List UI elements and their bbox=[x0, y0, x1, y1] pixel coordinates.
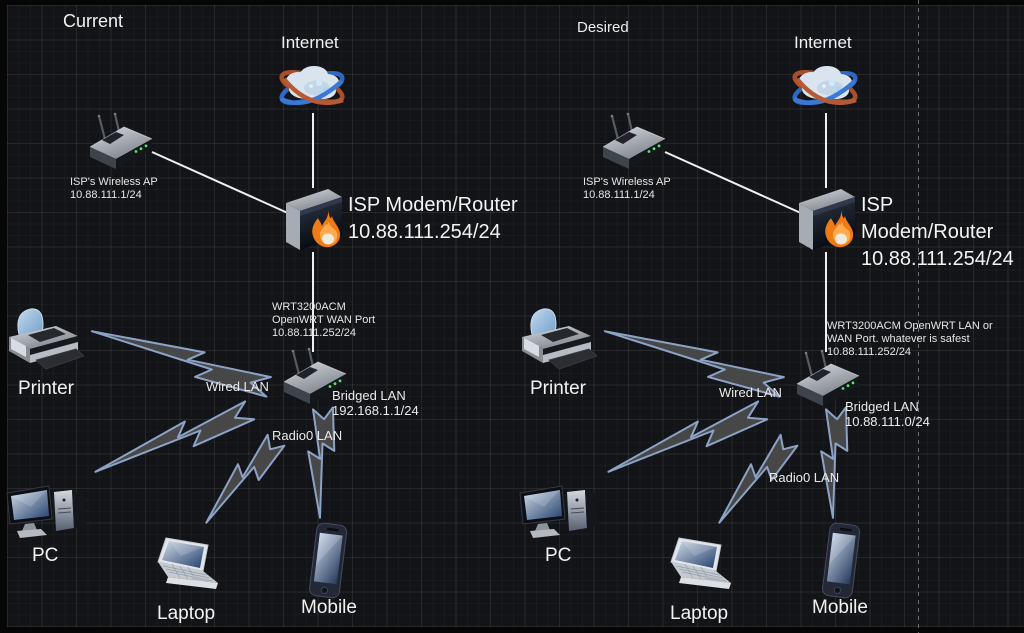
laptop-icon bbox=[670, 537, 732, 590]
diagram-title-current: Current bbox=[63, 11, 124, 31]
pc-icon bbox=[519, 485, 600, 539]
isp-ap-label: ISP's Wireless AP 10.88.111.1/24 bbox=[70, 176, 158, 202]
radio0-lan-label: Radio0 LAN bbox=[272, 428, 343, 443]
wrt-note-line1: WRT3200ACM OpenWRT LAN or bbox=[827, 320, 993, 332]
mobile-label: Mobile bbox=[301, 597, 357, 618]
wrt-note-line3: 10.88.111.252/24 bbox=[827, 346, 912, 358]
internet-label: Internet bbox=[281, 33, 339, 52]
bolt-router-pc-desired bbox=[607, 400, 769, 473]
printer-icon bbox=[521, 308, 598, 370]
bridged-lan-label: Bridged LAN 10.88.111.0/24 bbox=[845, 399, 930, 429]
wire-ap-modem-desired bbox=[664, 151, 804, 215]
isp-modem-name: ISP Modem/Router bbox=[861, 194, 994, 243]
isp-modem-name: ISP Modem/Router bbox=[348, 194, 518, 216]
isp-modem-label: ISP Modem/Router 10.88.111.254/24 bbox=[861, 192, 1024, 273]
bolt-router-mobile-current bbox=[307, 406, 336, 519]
isp-ap-name: ISP's Wireless AP bbox=[583, 176, 671, 188]
printer-label: Printer bbox=[530, 378, 586, 399]
isp-ap-name: ISP's Wireless AP bbox=[70, 176, 158, 188]
wired-lan-label: Wired LAN bbox=[719, 385, 782, 400]
mobile-icon bbox=[821, 521, 861, 600]
isp-ap-label: ISP's Wireless AP 10.88.111.1/24 bbox=[583, 176, 671, 202]
pc-icon bbox=[6, 485, 87, 539]
printer-icon bbox=[8, 308, 85, 370]
internet-globe-cloud-icon bbox=[278, 59, 346, 115]
pc-label: PC bbox=[32, 545, 59, 566]
bolt-router-pc-current bbox=[94, 400, 256, 473]
wire-ap-modem-current bbox=[151, 151, 291, 215]
wrt-note-line2: WAN Port. whatever is safest bbox=[827, 333, 970, 345]
mobile-icon bbox=[308, 521, 348, 600]
radio0-lan-label: Radio0 LAN bbox=[769, 470, 840, 485]
printer-label: Printer bbox=[18, 378, 74, 399]
bridged-lan-name: Bridged LAN bbox=[332, 388, 406, 403]
laptop-label: Laptop bbox=[670, 603, 729, 624]
isp-modem-label: ISP Modem/Router 10.88.111.254/24 bbox=[348, 192, 518, 246]
bridged-lan-name: Bridged LAN bbox=[845, 399, 919, 414]
bridged-lan-ip: 10.88.111.0/24 bbox=[845, 414, 930, 429]
isp-modem-ip: 10.88.111.254/24 bbox=[348, 221, 501, 243]
internet-globe-cloud-icon bbox=[791, 59, 859, 115]
bolt-router-mobile-desired bbox=[820, 406, 849, 519]
wrt-note: WRT3200ACM OpenWRT WAN Port 10.88.111.25… bbox=[272, 301, 375, 340]
wireless-ap-icon bbox=[88, 111, 154, 171]
laptop-label: Laptop bbox=[157, 603, 216, 624]
bolt-router-laptop-desired bbox=[718, 433, 799, 524]
laptop-icon bbox=[157, 537, 219, 590]
wired-lan-label: Wired LAN bbox=[206, 379, 269, 394]
internet-label: Internet bbox=[794, 33, 852, 52]
pc-label: PC bbox=[545, 545, 572, 566]
bolt-router-printer-current bbox=[90, 330, 272, 398]
diagram-title-desired: Desired bbox=[577, 19, 629, 36]
bridged-lan-ip: 192.168.1.1/24 bbox=[332, 403, 419, 418]
bridged-lan-label: Bridged LAN 192.168.1.1/24 bbox=[332, 388, 419, 418]
firewall-icon bbox=[799, 189, 855, 250]
wrt-note-line3: 10.88.111.252/24 bbox=[272, 327, 357, 339]
isp-ap-ip: 10.88.111.1/24 bbox=[70, 189, 142, 201]
wrt-note: WRT3200ACM OpenWRT LAN or WAN Port. what… bbox=[827, 320, 993, 359]
wrt-note-line2: OpenWRT WAN Port bbox=[272, 314, 376, 326]
firewall-icon bbox=[286, 189, 342, 250]
isp-modem-ip: 10.88.111.254/24 bbox=[861, 248, 1014, 270]
mobile-label: Mobile bbox=[812, 597, 868, 618]
wireless-ap-icon bbox=[601, 111, 667, 171]
canvas-grid-page bbox=[7, 5, 1024, 627]
bolt-router-laptop-current bbox=[205, 433, 286, 524]
wrt-note-line1: WRT3200ACM bbox=[272, 301, 346, 313]
bolt-router-printer-desired bbox=[603, 330, 785, 398]
isp-ap-ip: 10.88.111.1/24 bbox=[583, 189, 655, 201]
